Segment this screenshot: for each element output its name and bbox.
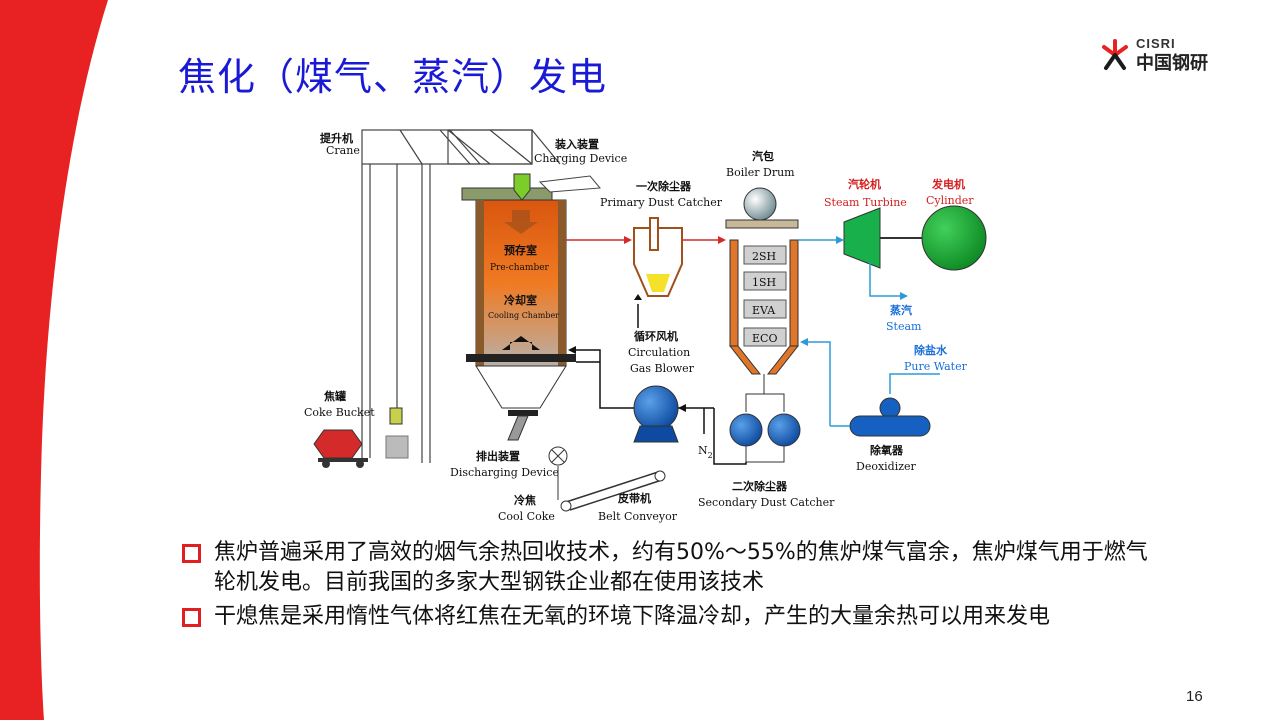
steam-out-line	[869, 262, 900, 297]
turbine-label-en: Steam Turbine	[824, 196, 907, 209]
bullet-item: 干熄焦是采用惰性气体将红焦在无氧的环境下降温冷却，产生的大量余热可以用来发电	[180, 602, 1160, 632]
bullet-list: 焦炉普遍采用了高效的烟气余热回收技术，约有50%～55%的焦炉煤气富余，焦炉煤气…	[180, 538, 1160, 636]
cool-coke-label-cn: 冷焦	[514, 493, 536, 507]
generator-label-en: Cylinder	[926, 194, 974, 207]
deoxidizer	[849, 397, 931, 437]
crane-weight	[385, 435, 409, 459]
belt-label-en: Belt Conveyor	[598, 510, 678, 523]
cooling-shaft	[466, 173, 576, 441]
secondary-dust-catcher	[729, 374, 801, 463]
steam-turbine	[843, 207, 881, 269]
n2-symbol: N	[698, 444, 708, 457]
belt-label-cn: 皮带机	[617, 491, 651, 505]
bullet-text: 干熄焦是采用惰性气体将红焦在无氧的环境下降温冷却，产生的大量余热可以用来发电	[214, 604, 1051, 629]
crane-structure	[361, 129, 561, 463]
cool-coke-label-en: Cool Coke	[498, 510, 555, 523]
feedwater-line	[808, 341, 831, 426]
belt-conveyor	[560, 470, 666, 512]
secondary-dust-label-cn: 二次除尘器	[732, 479, 788, 493]
n2-subscript: 2	[708, 451, 713, 460]
n2-label: N2	[698, 444, 713, 460]
steam-label-en: Steam	[886, 320, 922, 333]
bullet-marker-icon	[182, 608, 201, 627]
company-logo: CISRI 中国钢研	[1098, 36, 1218, 76]
blower-label-en2: Gas Blower	[630, 362, 695, 375]
slide-title: 焦化（煤气、蒸汽）发电	[178, 55, 608, 99]
drum-label-cn: 汽包	[752, 149, 774, 163]
blower-label-cn: 循环风机	[634, 329, 678, 343]
cooling-label-cn: 冷却室	[504, 293, 537, 307]
waste-heat-boiler	[725, 187, 800, 375]
coke-bucket-label-en: Coke Bucket	[304, 406, 375, 419]
cooling-label-en: Cooling Chamber	[488, 311, 559, 320]
charging-label-cn: 装入装置	[554, 137, 599, 151]
sh2-label: 2SH	[752, 250, 776, 263]
circulation-blower	[633, 385, 679, 443]
bullet-text: 焦炉普遍采用了高效的烟气余热回收技术，约有50%～55%的焦炉煤气富余，焦炉煤气…	[214, 540, 1148, 595]
drum-label-en: Boiler Drum	[726, 166, 795, 179]
deoxidizer-label-en: Deoxidizer	[856, 460, 917, 473]
bullet-marker-icon	[182, 544, 201, 563]
process-diagram-svg: 提升机 Crane 装入装置 Charging Device 预存室 Pre-c…	[304, 129, 987, 523]
steam-label-cn: 蒸汽	[890, 303, 912, 317]
cdq-process-diagram: 提升机 Crane 装入装置 Charging Device 预存室 Pre-c…	[300, 118, 990, 528]
coke-bucket-label-cn: 焦罐	[323, 389, 346, 403]
deoxidizer-label-cn: 除氧器	[870, 443, 904, 457]
pure-water-label-en: Pure Water	[904, 360, 968, 373]
prechamber-label-cn: 预存室	[504, 243, 537, 257]
gas-flow-lines	[566, 239, 836, 465]
crane-label-en: Crane	[326, 144, 360, 157]
discharging-label-cn: 排出装置	[476, 449, 520, 463]
eva-label: EVA	[752, 304, 776, 317]
crane-hook	[389, 407, 403, 425]
blower-label-en: Circulation	[628, 346, 690, 359]
primary-dust-label-en: Primary Dust Catcher	[600, 196, 723, 209]
page-number: 16	[1186, 688, 1203, 705]
discharging-label-en: Discharging Device	[450, 466, 559, 479]
cisri-logo-icon	[1102, 39, 1128, 70]
primary-dust-label-cn: 一次除尘器	[636, 179, 692, 193]
boiler-tube-banks	[743, 245, 787, 347]
pure-water-label-cn: 除盐水	[914, 343, 948, 357]
charging-cover	[538, 175, 602, 193]
coke-bucket	[313, 429, 368, 468]
generator-label-cn: 发电机	[931, 177, 965, 191]
prechamber-label-en: Pre-chamber	[490, 263, 550, 273]
logo-english-name: CISRI	[1136, 36, 1176, 51]
turbine-label-cn: 汽轮机	[848, 177, 881, 191]
bullet-item: 焦炉普遍采用了高效的烟气余热回收技术，约有50%～55%的焦炉煤气富余，焦炉煤气…	[180, 538, 1160, 598]
primary-dust-catcher	[633, 217, 683, 297]
secondary-dust-label-en: Secondary Dust Catcher	[698, 496, 835, 509]
generator	[921, 205, 987, 271]
crane-label-cn: 提升机	[320, 131, 353, 145]
eco-label: ECO	[752, 332, 777, 345]
charging-label-en: Charging Device	[534, 152, 627, 165]
sh1-label: 1SH	[752, 276, 776, 289]
charging-platform	[461, 187, 553, 201]
logo-chinese-name: 中国钢研	[1136, 53, 1208, 74]
